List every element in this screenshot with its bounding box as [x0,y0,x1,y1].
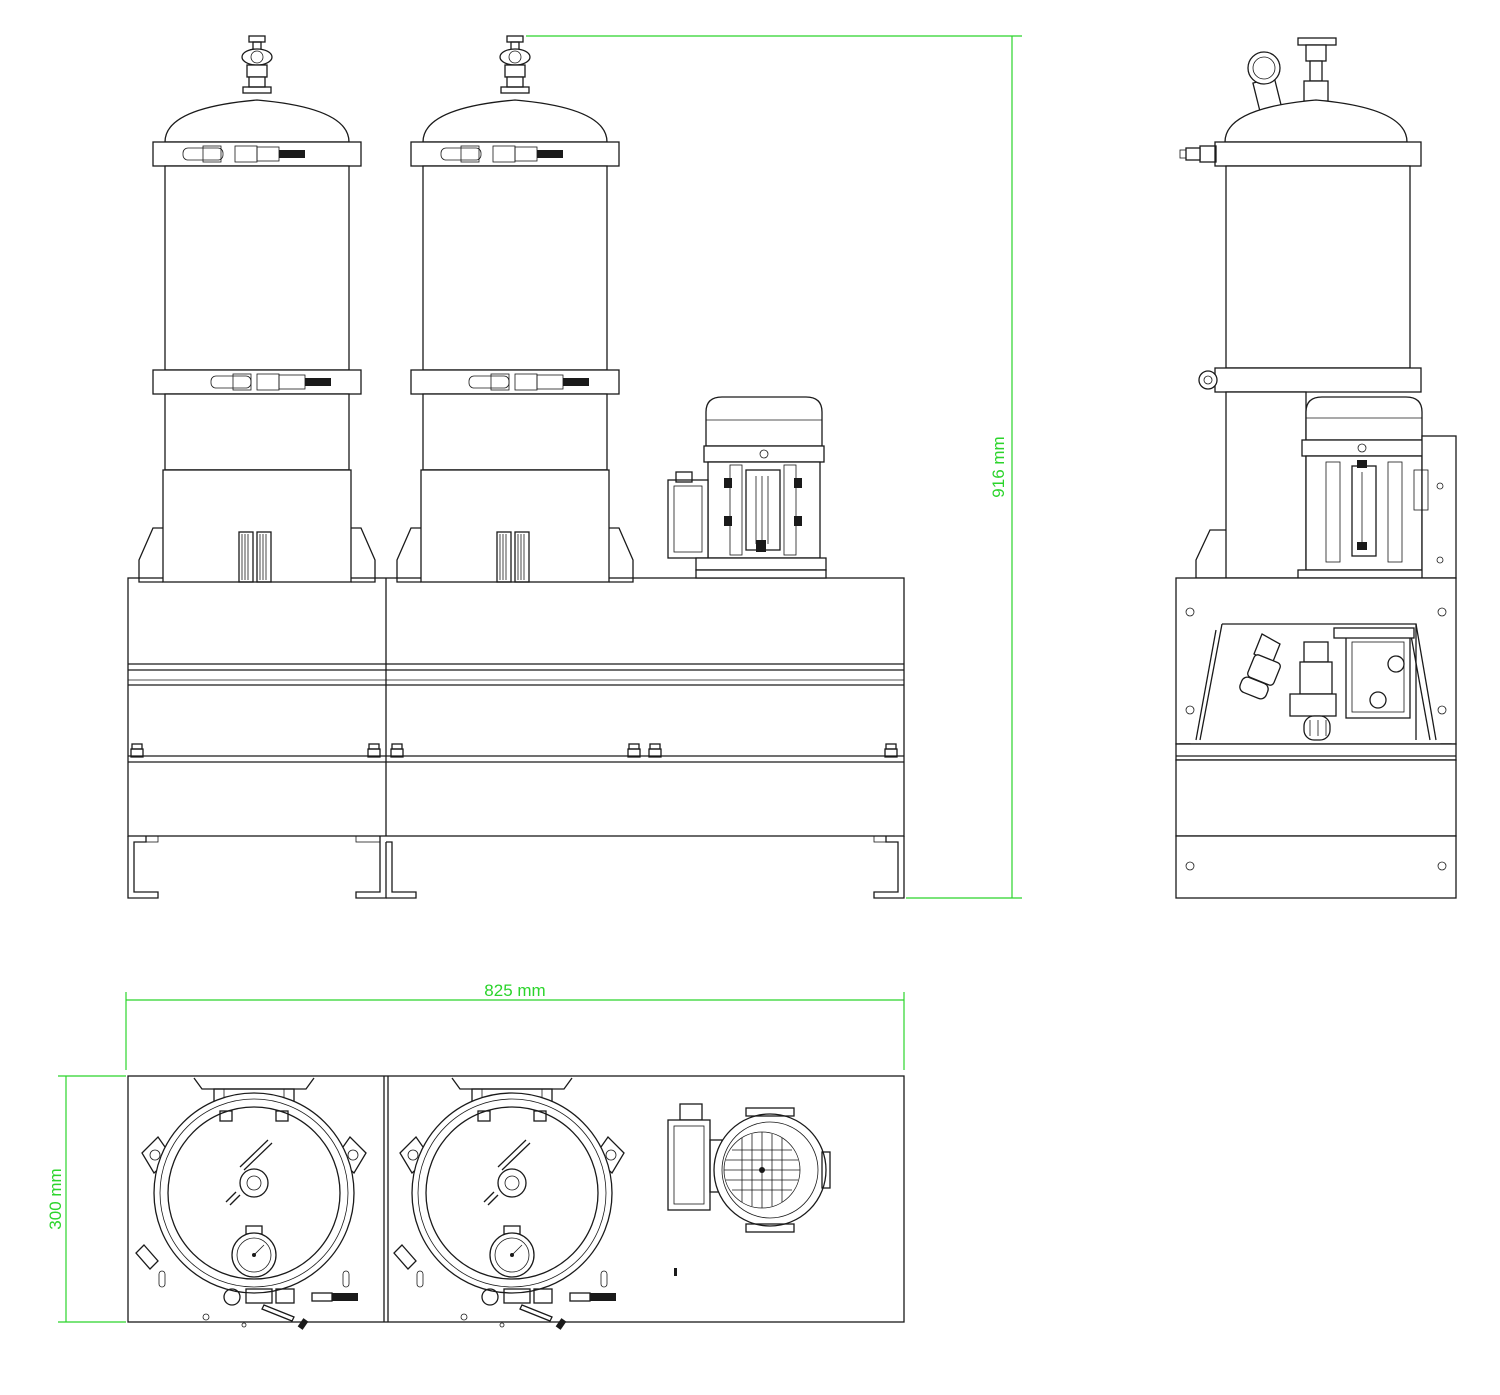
height-label: 916 mm [989,436,1008,497]
fan-grille [724,1132,800,1208]
depth-dimension: 300 mm [46,1075,126,1323]
filter-housing-1 [138,35,376,583]
electric-motor-side [1297,396,1457,579]
electric-motor-front [667,396,827,579]
depth-label: 300 mm [46,1168,65,1229]
front-elevation-view [127,35,905,899]
side-elevation-view [1175,37,1457,899]
top-plan-view [127,1075,905,1331]
width-label: 825 mm [484,981,545,1000]
width-dimension: 825 mm [125,981,905,1070]
electric-motor-plan [667,1103,831,1276]
filter-housing-2 [396,35,634,583]
height-dimension: 916 mm [526,35,1022,899]
